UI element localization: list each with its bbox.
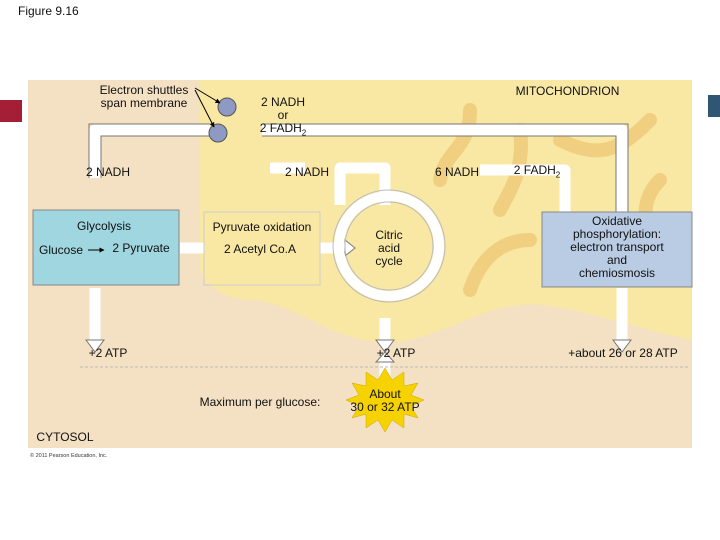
oxidative-phosphorylation-box (541, 211, 693, 288)
citric-acid-cycle-label: Citric acid cycle (375, 228, 403, 268)
mitochondrion-label: MITOCHONDRION (515, 84, 620, 98)
fadh-right-label: 2 FADH2 (513, 163, 561, 180)
slide-tab-right (708, 95, 720, 117)
pyruvate-oxidation-label: Pyruvate oxidation (212, 220, 312, 234)
citric-acid-cycle-ring (334, 191, 444, 301)
shuttle-pointer-2 (194, 89, 215, 128)
max-per-glucose-label: Maximum per glucose: (199, 395, 321, 409)
acetyl-coa-label: 2 Acetyl Co.A (223, 242, 297, 256)
flow-arrows (89, 124, 628, 378)
glycolysis-box (32, 209, 180, 286)
about-total-atp-label: About 30 or 32 ATP (350, 387, 420, 414)
electron-shuttles-label: Electron shuttles span membrane (99, 83, 189, 110)
pyruvate-oxidation-box (203, 211, 321, 286)
atp-total-starburst (345, 367, 425, 433)
shuttle-circle-top (217, 97, 237, 117)
nadh-six-label: 6 NADH (434, 165, 479, 179)
atp-right-label: +about 26 or 28 ATP (568, 346, 678, 360)
atp-left-label: +2 ATP (88, 346, 128, 360)
oxidative-phosphorylation-label: Oxidative phosphorylation: electron tran… (570, 214, 664, 280)
nadh-or-fadh-label: 2 NADH or 2 FADH2 (259, 95, 307, 138)
cytosol-label: CYTOSOL (36, 430, 94, 444)
glycolysis-label: Glycolysis (76, 219, 131, 233)
figure-title: Figure 9.16 (18, 4, 79, 18)
flow-arrow-outlines (88, 123, 629, 212)
slide-tab-left (0, 100, 22, 122)
nadh-center-label: 2 NADH (284, 165, 329, 179)
shuttle-pointer-1 (194, 87, 221, 104)
nadh-left-label: 2 NADH (85, 165, 130, 179)
copyright-notice: © 2011 Pearson Education, Inc. (30, 453, 108, 459)
atp-center-label: +2 ATP (376, 346, 416, 360)
shuttle-circle-bottom (208, 123, 228, 143)
glucose-label: Glucose (38, 243, 84, 257)
pyruvate-label: 2 Pyruvate (112, 241, 170, 255)
